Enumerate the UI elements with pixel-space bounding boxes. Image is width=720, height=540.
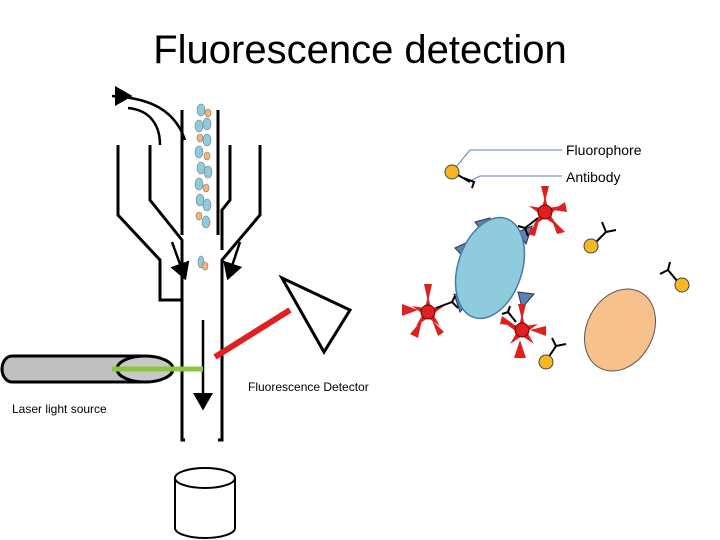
antibody-label: Antibody [566, 169, 621, 185]
fluorophore-label: Fluorophore [566, 142, 642, 158]
activated-fluorophores [402, 186, 567, 358]
flow-cell [116, 110, 262, 442]
particle-stream [194, 103, 213, 271]
detector-label: Fluorescence Detector [248, 380, 369, 394]
orange-cell [584, 288, 656, 372]
legend-fluorophore-antibody [444, 164, 476, 189]
collection-tube [174, 467, 236, 539]
bound-antibodies [435, 217, 539, 323]
emission-beam [213, 307, 292, 360]
free-antibodies [538, 221, 690, 370]
slide-title: Fluorescence detection [153, 28, 567, 72]
callout-lines [451, 149, 562, 183]
laser-label: Laser light source [12, 402, 107, 416]
laser-source [0, 354, 175, 384]
detector-triangle [278, 274, 353, 355]
sheath-inlet-arrows [111, 86, 187, 146]
flow-arrows [170, 241, 243, 411]
